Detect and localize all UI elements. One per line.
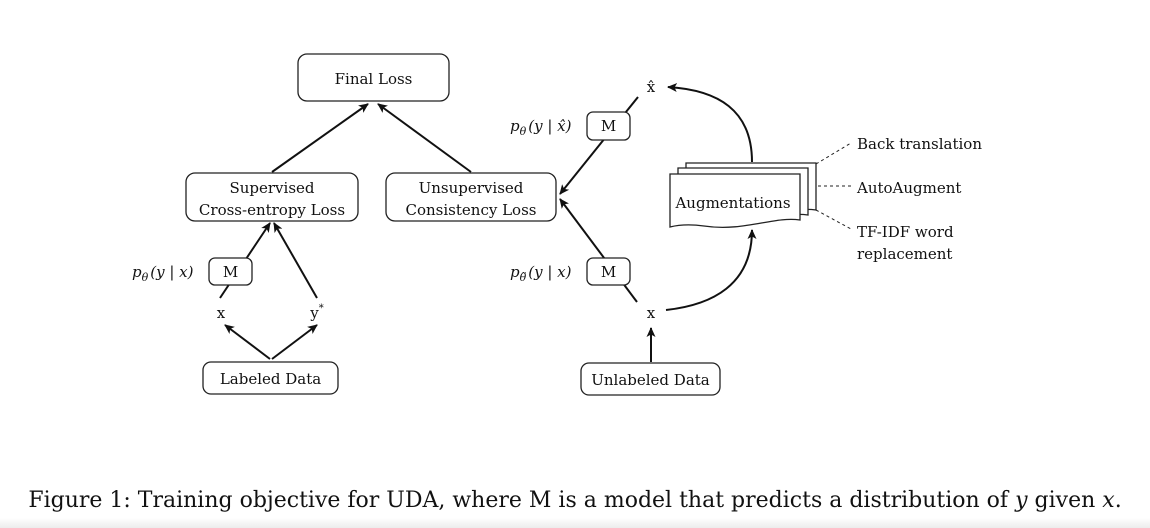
model-box-augmented: M bbox=[586, 111, 631, 141]
var-y: y bbox=[309, 304, 319, 322]
bottom-shade bbox=[0, 518, 1150, 528]
caption-var-y: y bbox=[1015, 488, 1028, 513]
prob-p: p bbox=[510, 263, 520, 281]
edge-x-to-augmentations bbox=[665, 229, 757, 311]
var-x-hat: x̂ bbox=[647, 78, 656, 96]
prob-sub: θ bbox=[520, 125, 527, 138]
prob-sub: θ̃ bbox=[520, 271, 527, 284]
supervised-loss-label-line1: Supervised bbox=[229, 179, 314, 197]
caption-suffix: . bbox=[1114, 488, 1122, 513]
edge-labeled-to-x bbox=[224, 324, 271, 360]
prob-p: p bbox=[132, 263, 142, 281]
model-label: M bbox=[601, 117, 616, 135]
prob-args: (y | x) bbox=[150, 263, 193, 281]
model-box-supervised: M bbox=[208, 257, 253, 286]
model-label: M bbox=[223, 263, 238, 281]
model-box-unlabeled: M bbox=[586, 257, 631, 286]
edge-supervised-to-final bbox=[271, 103, 369, 173]
var-y-star: y* bbox=[309, 303, 323, 322]
unsupervised-loss-node: Unsupervised Consistency Loss bbox=[385, 172, 557, 222]
unsupervised-loss-label-line2: Consistency Loss bbox=[406, 201, 537, 219]
prob-label-augmented: pθ(y | x̂) bbox=[510, 117, 572, 138]
edge-augmentations-to-xhat bbox=[667, 83, 753, 163]
caption-var-x: x bbox=[1102, 488, 1115, 513]
labeled-data-node: Labeled Data bbox=[202, 361, 339, 395]
prob-label-supervised: pθ(y | x) bbox=[132, 263, 194, 284]
edge-x-to-unsupervised bbox=[559, 198, 638, 303]
var-x-unlabeled: x bbox=[647, 304, 656, 322]
edge-ystar-to-supervised bbox=[273, 222, 318, 299]
prob-p: p bbox=[510, 117, 520, 135]
prob-args: (y | x̂) bbox=[528, 117, 571, 135]
leader-tfidf bbox=[815, 209, 852, 230]
caption-prefix: Figure 1: Training objective for UDA, wh… bbox=[28, 488, 1009, 513]
var-star: * bbox=[319, 303, 324, 314]
var-x-labeled: x bbox=[217, 304, 226, 322]
augmentation-leaders bbox=[815, 142, 852, 230]
final-loss-label: Final Loss bbox=[335, 70, 413, 88]
edge-labeled-to-ystar bbox=[271, 324, 318, 360]
final-loss-node: Final Loss bbox=[297, 53, 450, 102]
supervised-loss-node: Supervised Cross-entropy Loss bbox=[185, 172, 359, 222]
edge-unsupervised-to-final bbox=[377, 103, 472, 173]
unlabeled-data-node: Unlabeled Data bbox=[580, 362, 721, 396]
unsupervised-loss-label-line1: Unsupervised bbox=[419, 179, 524, 197]
prob-label-unlabeled: pθ̃(y | x) bbox=[510, 263, 572, 284]
supervised-loss-label-line2: Cross-entropy Loss bbox=[199, 201, 345, 219]
prob-sub: θ bbox=[142, 271, 149, 284]
augmentations-document bbox=[669, 173, 801, 228]
model-label: M bbox=[601, 263, 616, 281]
aug-tfidf-line1: TF-IDF word bbox=[857, 223, 954, 241]
aug-autoaugment: AutoAugment bbox=[856, 179, 961, 197]
labeled-data-label: Labeled Data bbox=[220, 370, 321, 388]
augmentations-stack: Augmentations bbox=[669, 162, 817, 228]
aug-back-translation: Back translation bbox=[857, 135, 982, 153]
uda-training-diagram: Final Loss Supervised Cross-entropy Loss… bbox=[132, 53, 982, 396]
unlabeled-data-label: Unlabeled Data bbox=[591, 371, 710, 389]
figure-caption: Figure 1: Training objective for UDA, wh… bbox=[0, 488, 1150, 513]
aug-tfidf-line2: replacement bbox=[857, 245, 952, 263]
caption-middle: given bbox=[1034, 488, 1096, 513]
prob-args: (y | x) bbox=[528, 263, 571, 281]
leader-back-translation bbox=[815, 142, 852, 165]
augmentations-label: Augmentations bbox=[674, 194, 790, 212]
